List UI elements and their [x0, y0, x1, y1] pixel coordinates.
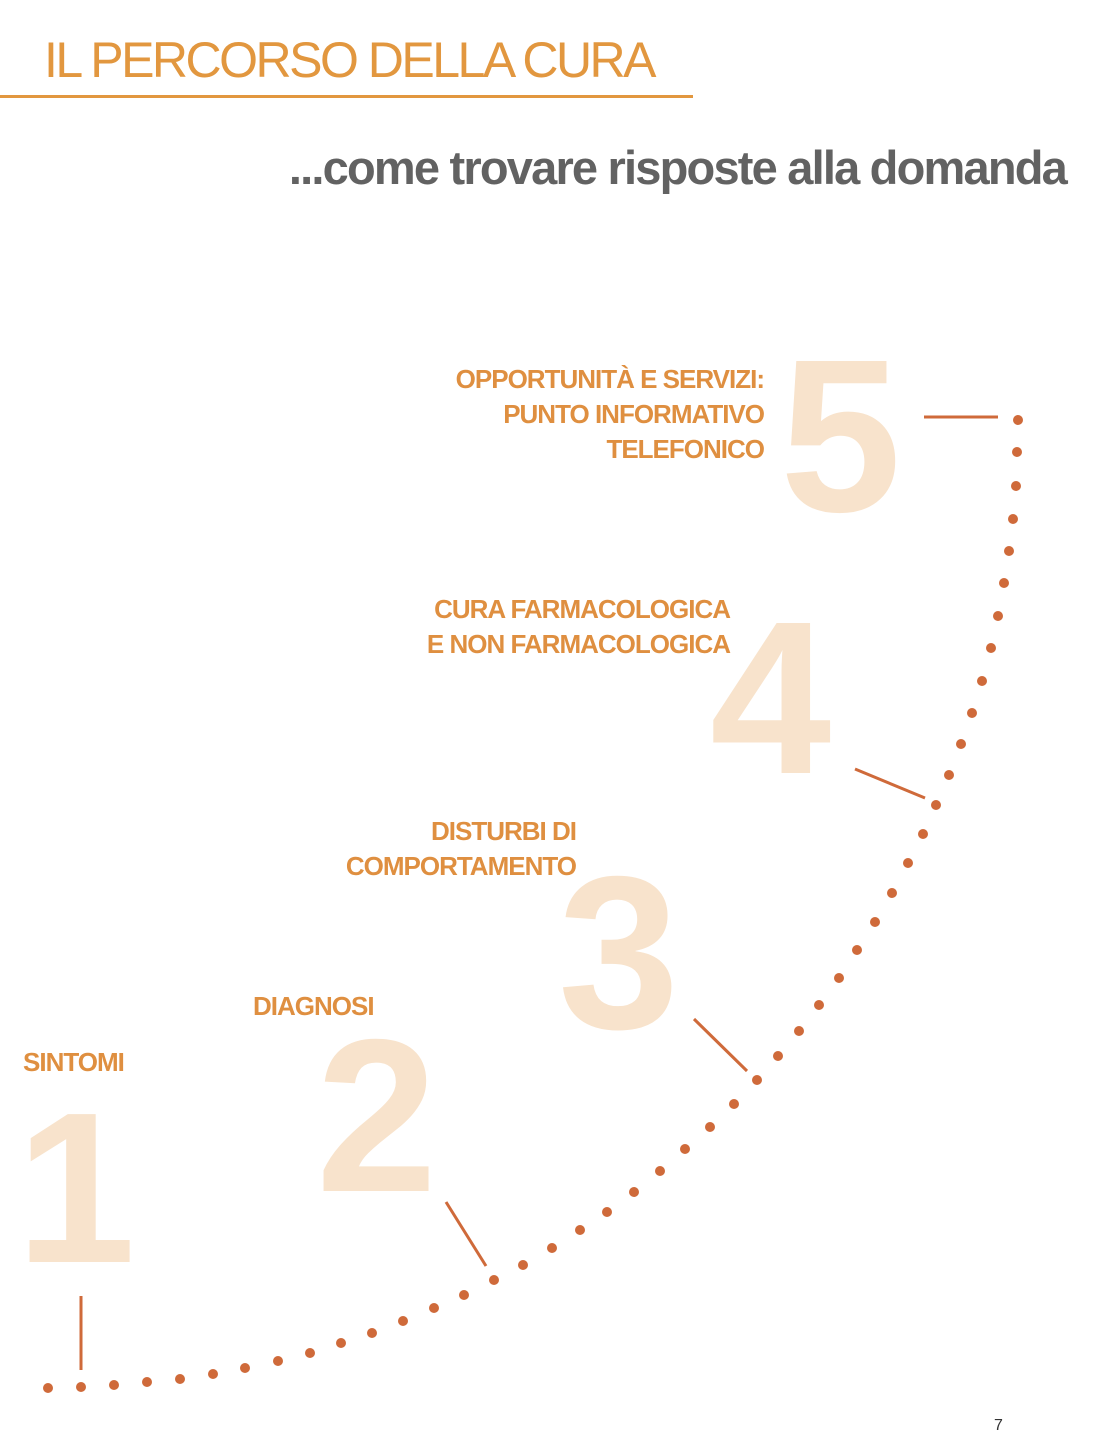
path-dot [903, 858, 913, 868]
step-4-label-line: CURA FARMACOLOGICA [434, 594, 731, 624]
path-dot [794, 1026, 804, 1036]
path-dot [956, 739, 966, 749]
path-dot [489, 1275, 499, 1285]
path-dot [931, 800, 941, 810]
step-5-label-line: TELEFONICO [606, 434, 765, 464]
path-dot [870, 917, 880, 927]
step-3-label: DISTURBI DI COMPORTAMENTO [345, 814, 577, 884]
path-dot [459, 1290, 469, 1300]
path-dot [629, 1187, 639, 1197]
path-dot [142, 1377, 152, 1387]
step-2-connector [444, 1201, 488, 1267]
title-underline [0, 95, 693, 98]
path-dot [993, 611, 1003, 621]
step-1-number: 1 [16, 1067, 136, 1308]
path-dot [518, 1260, 528, 1270]
path-dot [834, 973, 844, 983]
path-dot [814, 1000, 824, 1010]
step-4-number: 4 [710, 577, 831, 820]
step-4-connector [854, 767, 926, 800]
path-dot [999, 578, 1009, 588]
path-dot [887, 888, 897, 898]
path-dot [1008, 514, 1018, 524]
step-1-label-line: SINTOMI [23, 1047, 125, 1077]
path-dot [575, 1225, 585, 1235]
step-2-label-line: DIAGNOSI [253, 991, 375, 1021]
path-dot [773, 1051, 783, 1061]
path-dot [1013, 415, 1023, 425]
page-title: IL PERCORSO DELLA CURA [44, 32, 657, 88]
path-dot [967, 708, 977, 718]
step-3-label-line: DISTURBI DI [431, 816, 577, 846]
path-dot [398, 1316, 408, 1326]
path-dot [547, 1243, 557, 1253]
path-dot [705, 1122, 715, 1132]
path-dot [729, 1099, 739, 1109]
path-dot [43, 1383, 53, 1393]
path-dot [752, 1075, 762, 1085]
path-dot [305, 1348, 315, 1358]
step-3-label-line: COMPORTAMENTO [345, 851, 577, 881]
path-dot [655, 1166, 665, 1176]
step-5-number: 5 [780, 315, 901, 558]
step-4-label-line: E NON FARMACOLOGICA [426, 629, 731, 659]
step-5-label-line: PUNTO INFORMATIVO [503, 399, 765, 429]
step-1-label: SINTOMI [23, 1045, 125, 1080]
path-dot [602, 1207, 612, 1217]
step-3-number: 3 [558, 832, 679, 1075]
path-dots [43, 415, 1023, 1393]
path-dot [76, 1382, 86, 1392]
path-dot [986, 643, 996, 653]
path-dot [367, 1328, 377, 1338]
step-2-label: DIAGNOSI [253, 989, 375, 1024]
path-dot [175, 1374, 185, 1384]
path-dot [918, 829, 928, 839]
path-dot [240, 1363, 250, 1373]
page-subtitle: ...come trovare risposte alla domanda [288, 141, 1068, 194]
path-dot [1012, 447, 1022, 457]
step-4-label: CURA FARMACOLOGICA E NON FARMACOLOGICA [426, 592, 731, 662]
path-dot [1011, 481, 1021, 491]
path-dot [977, 676, 987, 686]
path-dot [680, 1144, 690, 1154]
path-dot [852, 945, 862, 955]
path-dot [944, 770, 954, 780]
path-dot [336, 1338, 346, 1348]
step-5-label: OPPORTUNITÀ E SERVIZI: PUNTO INFORMATIVO… [455, 362, 765, 467]
path-dot [208, 1369, 218, 1379]
page-number: 7 [994, 1417, 1003, 1434]
path-dot [109, 1380, 119, 1390]
step-2-number: 2 [316, 995, 437, 1238]
step-5-label-line: OPPORTUNITÀ E SERVIZI: [455, 364, 765, 394]
path-dot [429, 1303, 439, 1313]
path-dot [273, 1356, 283, 1366]
step-3-connector [692, 1017, 749, 1073]
path-dot [1004, 546, 1014, 556]
